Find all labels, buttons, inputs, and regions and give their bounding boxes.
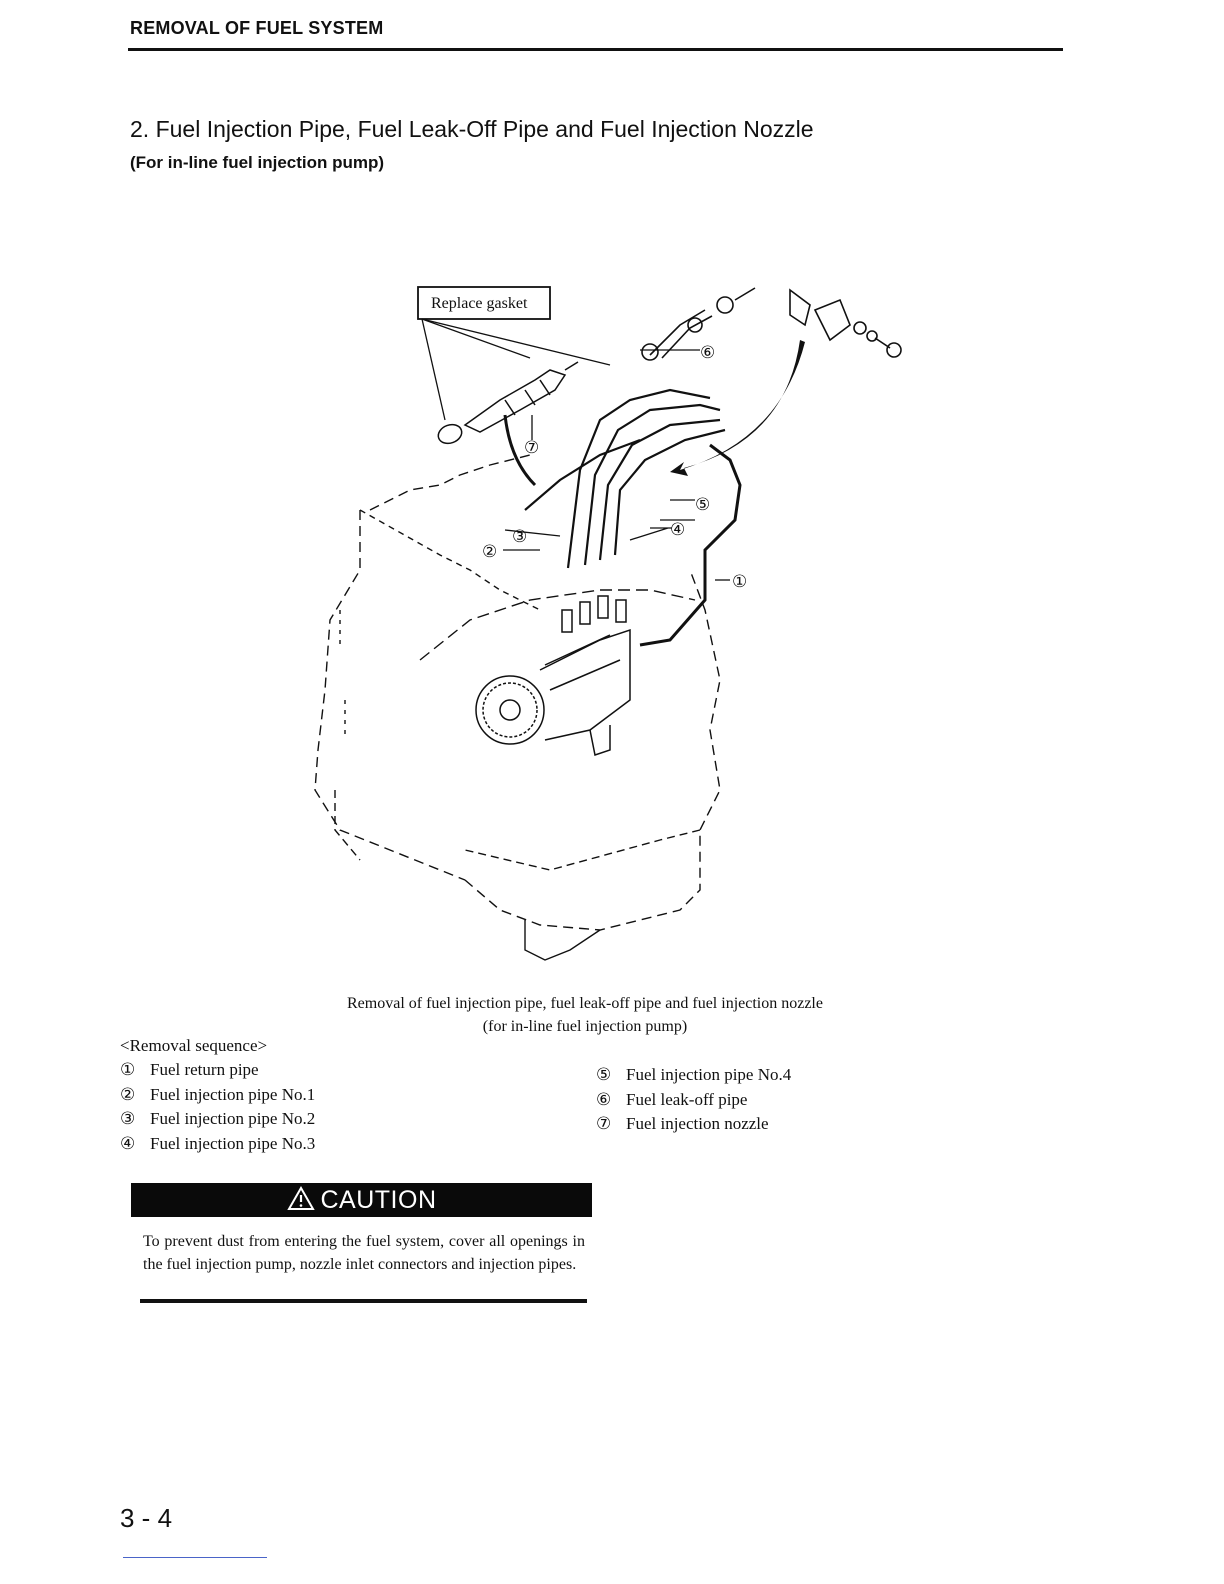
header-rule — [128, 48, 1063, 51]
caution-text: To prevent dust from entering the fuel s… — [143, 1233, 585, 1273]
header-title: REMOVAL OF FUEL SYSTEM — [130, 18, 384, 38]
replace-gasket-callout — [417, 286, 551, 320]
caution-banner: CAUTION — [131, 1183, 592, 1217]
marker-3: ③ — [512, 527, 527, 546]
removal-arrow — [503, 414, 537, 487]
injection-pipes-part — [524, 388, 726, 569]
marker-5: ⑤ — [695, 495, 710, 514]
section-subtitle: (For in-line fuel injection pump) — [130, 153, 385, 172]
removal-sequence-heading: <Removal sequence> — [120, 1036, 268, 1055]
section-title: 2. Fuel Injection Pipe, Fuel Leak-Off Pi… — [130, 116, 814, 142]
marker-1: ① — [732, 572, 747, 591]
marker-4: ④ — [670, 520, 685, 539]
page-number: 3 - 4 — [120, 1503, 173, 1533]
marker-2: ② — [482, 542, 497, 561]
figure-caption: Removal of fuel injection pipe, fuel lea… — [260, 992, 910, 1038]
warning-triangle-icon — [286, 1186, 315, 1210]
replace-gasket-label: Replace gasket — [431, 295, 528, 312]
caption-line-2: (for in-line fuel injection pump) — [482, 1018, 688, 1035]
removal-arrow — [670, 340, 805, 476]
engine-diagram: Replace gasket — [314, 286, 902, 961]
caption-line-1: Removal of fuel injection pipe, fuel lea… — [347, 995, 823, 1012]
caution-rule — [140, 1299, 587, 1303]
injection-pump-part — [475, 595, 631, 756]
fuel-return-pipe-part — [639, 443, 742, 647]
footer-rule — [123, 1557, 267, 1558]
engine-block-outline — [314, 454, 721, 931]
caution-label: CAUTION — [320, 1186, 437, 1214]
leak-off-pipe-part — [641, 287, 902, 361]
marker-7: ⑦ — [524, 438, 539, 457]
marker-6: ⑥ — [700, 343, 715, 362]
injection-nozzle-part — [437, 361, 579, 445]
